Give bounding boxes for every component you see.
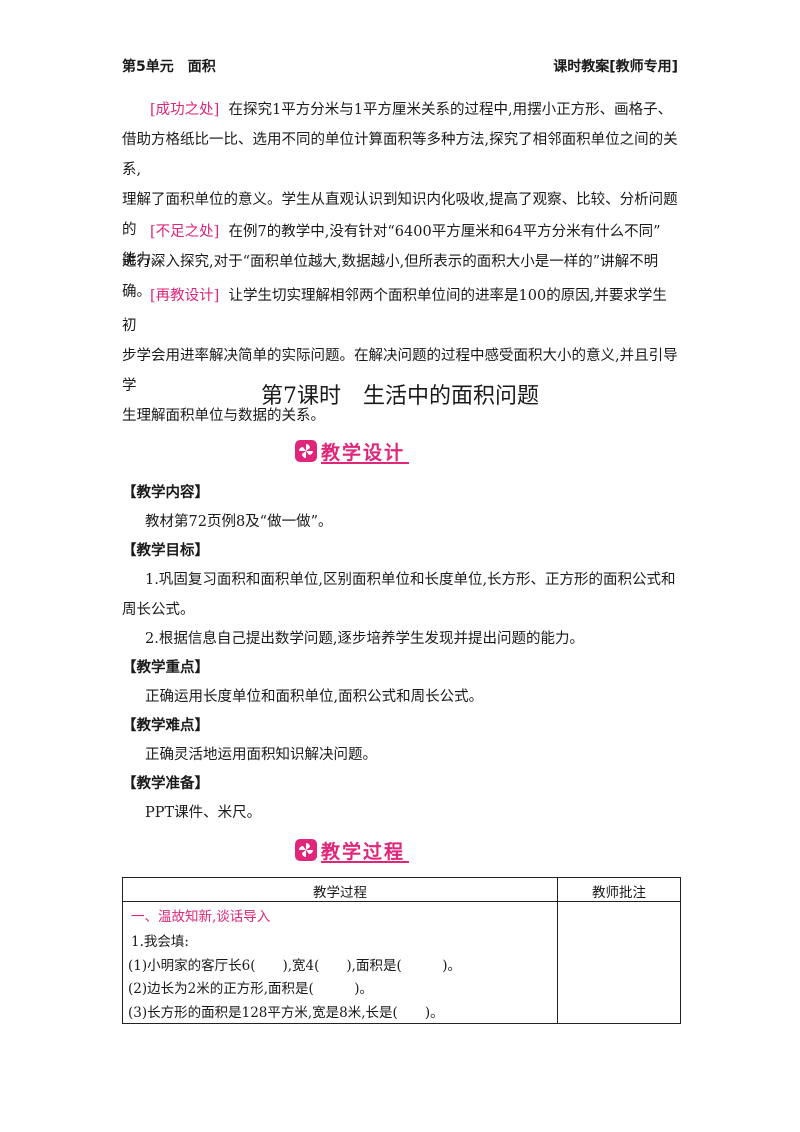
redesign-line: 生理解面积单位与数据的关系。 bbox=[122, 408, 325, 424]
section-heading-prep: 【教学准备】 bbox=[122, 776, 209, 792]
stage-title: 一、温故知新,谈话导入 bbox=[131, 909, 271, 925]
shortfall-line: 在例7的教学中,没有针对“6400平方厘米和64平方分米有什么不同” bbox=[228, 224, 661, 240]
redesign-tag: [再教设计] bbox=[150, 288, 220, 304]
success-tag: [成功之处] bbox=[150, 102, 220, 118]
reflection-shortfall: [不足之处] 在例7的教学中,没有针对“6400平方厘米和64平方分米有什么不同… bbox=[122, 217, 678, 307]
redesign-line: 让学生切实理解相邻两个面积单位间的进率是100的原因,并要求学生初 bbox=[122, 288, 667, 334]
header-doc-type: 课时教案[教师专用] bbox=[553, 59, 678, 75]
section-key: 正确运用长度单位和面积单位,面积公式和周长公式。 bbox=[145, 689, 484, 705]
banner-underline bbox=[321, 462, 410, 464]
reflection-success: [成功之处] 在探究1平方分米与1平方厘米关系的过程中,用摆小正方形、画格子、 … bbox=[122, 95, 678, 275]
section-heading-key: 【教学重点】 bbox=[122, 660, 209, 676]
lesson-title: 第7课时 生活中的面积问题 bbox=[261, 384, 539, 409]
exercise-item: (1)小明家的客厅长6( ),宽4( ),面积是( )。 bbox=[128, 958, 461, 974]
success-line: 理解了面积单位的意义。学生从直观认识到知识内化吸收,提高了观察、比较、分析问题的 bbox=[122, 192, 678, 238]
success-line: 能力。 bbox=[122, 252, 166, 268]
header-unit: 第5单元 面积 bbox=[122, 59, 216, 75]
table-divider bbox=[557, 901, 680, 902]
banner-teaching-process: 教学过程 bbox=[295, 836, 410, 864]
banner-teaching-design: 教学设计 bbox=[295, 437, 410, 465]
pinwheel-icon bbox=[295, 440, 317, 462]
redesign-line: 步学会用进率解决简单的实际问题。在解决问题的过程中感受面积大小的意义,并且引导学 bbox=[122, 348, 678, 394]
exercise-item: (3)长方形的面积是128平方米,宽是8米,长是( )。 bbox=[128, 1005, 444, 1021]
goal-item-continued: 周长公式。 bbox=[122, 602, 195, 618]
section-difficulty: 正确灵活地运用面积知识解决问题。 bbox=[145, 747, 377, 763]
goal-item: 1.巩固复习面积和面积单位,区别面积单位和长度单位,长方形、正方形的面积公式和 bbox=[145, 572, 676, 588]
process-table: 教学过程 教师批注 一、温故知新,谈话导入 1.我会填: (1)小明家的客厅长6… bbox=[122, 877, 681, 1024]
table-divider bbox=[557, 878, 558, 1023]
success-line: 借助方格纸比一比、选用不同的单位计算面积等多种方法,探究了相邻面积单位之间的关系… bbox=[122, 132, 678, 178]
shortfall-tag: [不足之处] bbox=[150, 224, 220, 240]
section-heading-difficulty: 【教学难点】 bbox=[122, 718, 209, 734]
success-line: 在探究1平方分米与1平方厘米关系的过程中,用摆小正方形、画格子、 bbox=[228, 102, 673, 118]
section-heading-content: 【教学内容】 bbox=[122, 485, 209, 501]
section-content: 教材第72页例8及“做一做”。 bbox=[145, 514, 333, 530]
shortfall-line: 进行深入探究,对于“面积单位越大,数据越小,但所表示的面积大小是一样的”讲解不明… bbox=[122, 254, 659, 300]
table-divider bbox=[123, 901, 557, 902]
goal-item: 2.根据信息自己提出数学问题,逐步培养学生发现并提出问题的能力。 bbox=[145, 631, 584, 647]
table-header-process: 教学过程 bbox=[313, 885, 367, 901]
banner-title: 教学设计 bbox=[321, 441, 406, 464]
reflection-redesign: [再教设计] 让学生切实理解相邻两个面积单位间的进率是100的原因,并要求学生初… bbox=[122, 281, 678, 431]
exercise-item: (2)边长为2米的正方形,面积是( )。 bbox=[128, 981, 374, 997]
table-header-notes: 教师批注 bbox=[592, 885, 646, 901]
banner-underline bbox=[321, 861, 410, 863]
exercise-heading: 1.我会填: bbox=[131, 934, 189, 950]
section-prep: PPT课件、米尺。 bbox=[145, 805, 262, 821]
section-heading-goals: 【教学目标】 bbox=[122, 543, 209, 559]
banner-title: 教学过程 bbox=[321, 840, 406, 863]
pinwheel-icon bbox=[295, 839, 317, 861]
